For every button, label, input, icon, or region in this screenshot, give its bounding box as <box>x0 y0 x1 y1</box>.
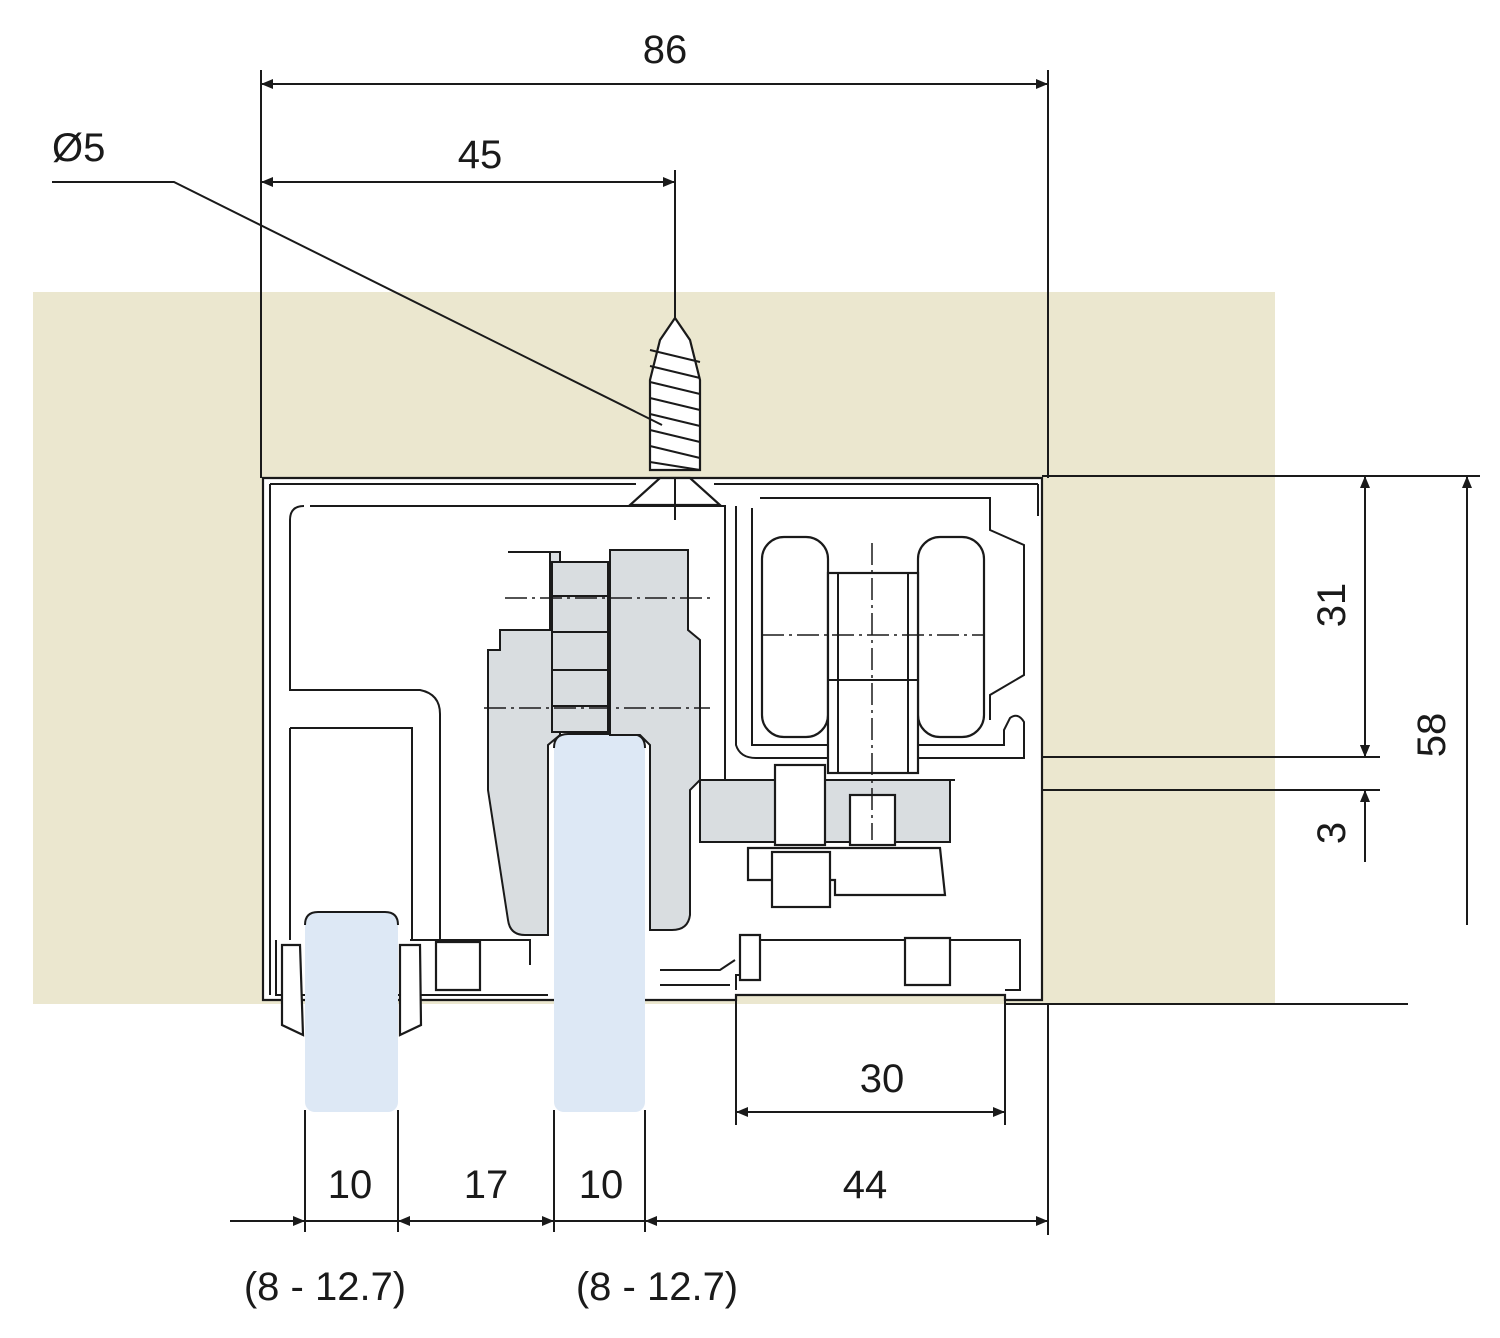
dim-glass-spacing: 17 <box>464 1163 509 1207</box>
dim-total-height: 58 <box>1410 713 1454 758</box>
ceiling-screw <box>627 316 723 520</box>
dim-right-offset: 44 <box>843 1163 888 1207</box>
dim-wheel-height: 31 <box>1310 583 1354 628</box>
dim-glass-left-range: (8 - 12.7) <box>244 1265 406 1309</box>
extension-lines <box>260 70 1480 1235</box>
dim-overall-width: 86 <box>643 28 688 72</box>
dim-glass-right: 10 <box>579 1163 624 1207</box>
screw-leader-line <box>52 181 663 426</box>
dim-glass-right-range: (8 - 12.7) <box>576 1265 738 1309</box>
dimension-labels: 86 45 Ø5 31 58 3 30 10 17 10 44 (8 - 12.… <box>52 28 1454 1309</box>
center-lines <box>484 543 984 840</box>
dim-glass-left: 10 <box>328 1163 373 1207</box>
dim-channel-width: 30 <box>860 1057 905 1101</box>
brush-seals <box>280 933 952 1037</box>
dimension-lines <box>230 79 1472 1226</box>
glass-panel-left <box>305 912 398 1112</box>
glass-panel-right <box>554 734 645 1112</box>
dim-gap: 3 <box>1310 822 1354 844</box>
dim-screw-offset: 45 <box>458 133 503 177</box>
wheel-carriage <box>746 535 986 909</box>
glass-clamp <box>487 549 951 936</box>
dim-screw-diameter: Ø5 <box>52 126 105 170</box>
glass-panels <box>304 733 646 1112</box>
